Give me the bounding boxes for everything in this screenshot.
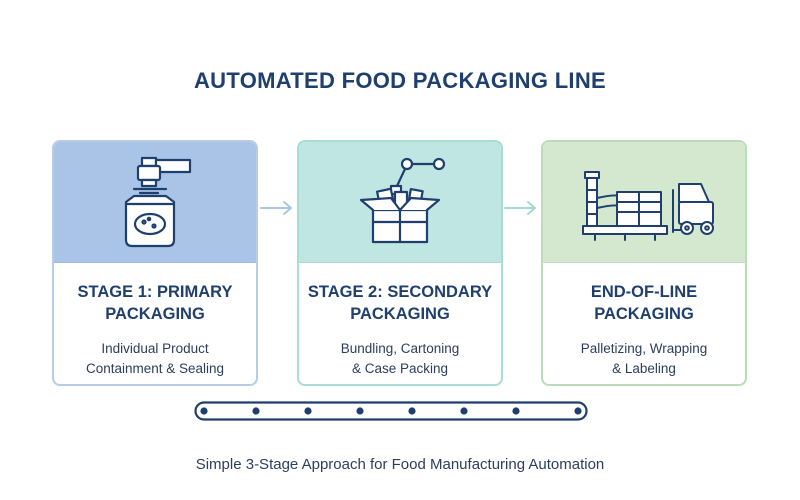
stage-card-primary: STAGE 1: PRIMARY PACKAGING Individual Pr… [52, 140, 258, 386]
flow-arrow-icon [504, 201, 536, 215]
stage-icon-band [54, 142, 256, 263]
stage-description: Palletizing, Wrapping & Labeling [580, 341, 708, 376]
bag-sealing-machine-icon [124, 156, 192, 248]
pallet-forklift-icon [582, 171, 714, 241]
stage-card-end-of-line: END-OF-LINE PACKAGING Palletizing, Wrapp… [541, 140, 747, 386]
stage-card-secondary: STAGE 2: SECONDARY PACKAGING Bundling, C… [297, 140, 503, 386]
stage-heading: STAGE 1: PRIMARY PACKAGING [77, 283, 233, 323]
stage-description: Bundling, Cartoning & Case Packing [340, 341, 460, 376]
footer-caption: Simple 3-Stage Approach for Food Manufac… [195, 456, 605, 473]
stage-description: Individual Product Containment & Sealing [85, 341, 225, 376]
stage-heading: END-OF-LINE PACKAGING [590, 283, 698, 323]
conveyor-belt-icon [194, 401, 588, 421]
conveyor-rollers [200, 407, 582, 415]
robot-arm-box-icon [359, 157, 446, 244]
stage-icon-band [299, 142, 501, 263]
flow-arrow-icon [260, 201, 292, 215]
stage-icon-band [543, 142, 745, 263]
page-title: AUTOMATED FOOD PACKAGING LINE [193, 68, 607, 93]
stage-heading: STAGE 2: SECONDARY PACKAGING [307, 283, 493, 323]
